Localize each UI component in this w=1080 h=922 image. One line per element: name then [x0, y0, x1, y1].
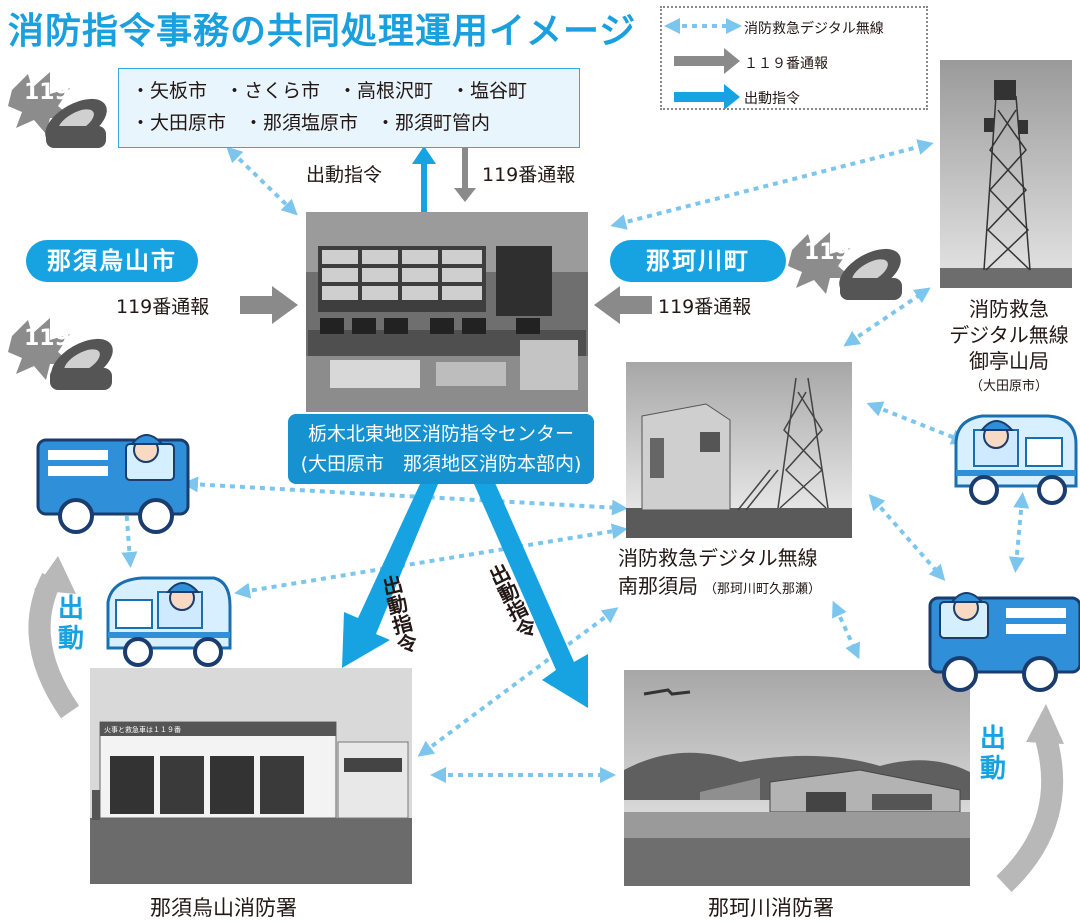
fire-truck-icon-right [928, 592, 1080, 692]
radio-link-tower2-ambulance-right [866, 401, 968, 445]
dispatch-arrow-right [474, 476, 588, 708]
sortie-arrow-left [28, 556, 80, 719]
tower2-label: 消防救急デジタル無線 南那須局 （那珂川町久那瀬） [618, 544, 821, 604]
station-right-label: 那珂川消防署 [708, 896, 834, 920]
city-item: ・那須町管内 [376, 112, 491, 134]
radio-link-tower2-station-right [832, 600, 860, 660]
dispatch-arrows [342, 146, 588, 708]
fire-truck-icon-left [36, 434, 190, 534]
center-location: (大田原市 那須地区消防本部内) [300, 453, 582, 475]
call-arrows [240, 148, 652, 324]
call-arrow-right [594, 286, 652, 324]
pill-nasukarasuyama: 那須烏山市 [26, 240, 198, 282]
page-title: 消防指令事務の共同処理運用イメージ [8, 11, 637, 52]
legend-icons [664, 18, 742, 110]
label-sortie-right: 出動 [979, 724, 1006, 784]
radio-link-tower2-tower1 [843, 287, 931, 347]
tower1-note: （大田原市） [969, 379, 1048, 394]
legend-dispatch: 出動指令 [744, 91, 800, 107]
label-top-call: 119番通報 [482, 164, 576, 186]
tower2-line1: 消防救急デジタル無線 [618, 546, 818, 570]
center-name: 栃木北東地区消防指令センター [307, 423, 574, 445]
dispatch-arrow-left [342, 484, 438, 668]
city-item: ・那須塩原市 [244, 112, 359, 134]
city-item: ・大田原市 [131, 112, 227, 134]
cities-box: ・矢板市・さくら市・高根沢町・塩谷町 ・大田原市・那須塩原市・那須町管内 [118, 68, 580, 148]
legend-call: １１９番通報 [744, 56, 828, 72]
phone-icon-right [788, 232, 902, 300]
station-right-photo [624, 670, 970, 886]
cities-row-2: ・大田原市・那須塩原市・那須町管内 [131, 107, 579, 139]
city-item: ・さくら市 [225, 80, 321, 102]
tower1-label: 消防救急 デジタル無線 御亭山局 （大田原市） [938, 296, 1080, 400]
ambulance-icon-left [106, 576, 232, 667]
center-label: 栃木北東地区消防指令センター (大田原市 那須地区消防本部内) [288, 414, 594, 484]
tower2-line2: 南那須局 [618, 574, 698, 598]
phone-icon-left [8, 318, 113, 390]
radio-link-truck-tower2 [182, 476, 628, 516]
label-top-dispatch: 出動指令 [306, 164, 383, 186]
radio-link-center-tower1 [610, 139, 934, 230]
legend: 消防救急デジタル無線 １１９番通報 出動指令 [660, 6, 928, 110]
tower1-line3: 御亭山局 [969, 349, 1049, 373]
label-right-call: 119番通報 [658, 296, 752, 318]
tower1-photo [940, 60, 1072, 288]
city-item: ・矢板市 [131, 80, 208, 102]
pill-nakagawa: 那珂川町 [610, 240, 786, 282]
call-arrow-down [454, 148, 476, 202]
dispatch-arrow-up [412, 146, 436, 212]
city-item: ・塩谷町 [451, 80, 528, 102]
sortie-arrow-right [996, 704, 1064, 893]
tower2-note: （那珂川町久那瀬） [704, 582, 822, 597]
city-item: ・高根沢町 [338, 80, 434, 102]
tower1-line1: 消防救急 [969, 297, 1049, 321]
command-center-photo [306, 212, 588, 412]
call-arrow-left [240, 286, 298, 324]
radio-link-ambulance-truck-right [1008, 492, 1030, 573]
cities-row-1: ・矢板市・さくら市・高根沢町・塩谷町 [131, 75, 579, 107]
radio-link-tower2-truck-right [868, 493, 946, 582]
station-left-label: 那須烏山消防署 [150, 896, 297, 920]
tower2-photo [626, 362, 852, 538]
phone-number-right: 119 [804, 240, 850, 265]
label-sortie-left: 出動 [57, 594, 84, 654]
radio-link-cities-center [226, 146, 298, 216]
station-left-sign: 火事と救急車は１１９番 [104, 726, 181, 734]
phone-icon-top-left [8, 72, 107, 148]
label-left-call: 119番通報 [116, 296, 210, 318]
phone-number-top-left: 119 [24, 80, 70, 105]
radio-link-ambulance-tower2 [234, 523, 628, 599]
ambulance-icon-right [954, 414, 1078, 505]
tower1-line2: デジタル無線 [949, 323, 1069, 347]
legend-radio: 消防救急デジタル無線 [744, 21, 884, 37]
station-left-photo [90, 668, 412, 884]
radio-links [118, 139, 1030, 783]
phone-number-left: 119 [24, 326, 70, 351]
